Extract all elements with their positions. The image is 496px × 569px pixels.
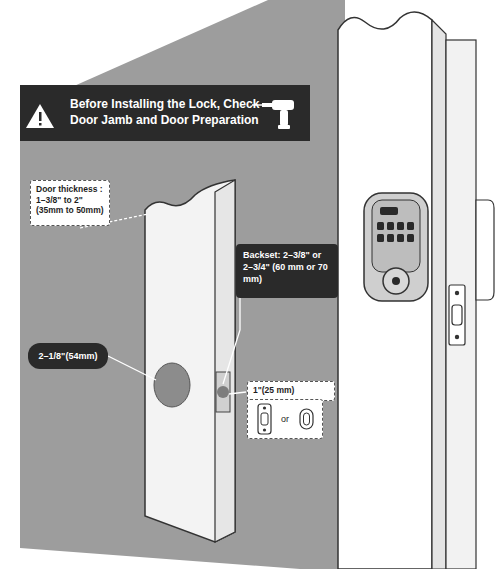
lock-knob (383, 268, 409, 294)
hole-diameter-label: 2–1/8"(54mm) (28, 343, 108, 369)
node-text: 2–1/8"(54mm) (39, 351, 98, 362)
drill-icon (252, 100, 294, 129)
lock-escutcheon (364, 193, 428, 301)
keyway (392, 277, 400, 285)
door-thickness-note: Door thickness : 1–3/8" to 2" (35mm to 5… (30, 180, 110, 226)
latch-icons (258, 404, 313, 434)
screw (455, 291, 459, 295)
latch-option-box: or (247, 399, 323, 439)
edge-bore-label: 1"(25 mm) (247, 381, 335, 401)
leader-line (229, 392, 246, 394)
prepared-door-edge (215, 180, 235, 542)
strike-plate (449, 285, 465, 345)
door-jamb (446, 40, 476, 569)
node-text: Door thickness : 1–3/8" to 2" (35mm to 5… (36, 184, 104, 216)
leader-line (108, 356, 156, 380)
edge-bore-hole (217, 386, 229, 398)
node-text: or (280, 414, 290, 424)
strike-hole (452, 305, 462, 325)
latch-mortise (216, 372, 230, 412)
node-text: Before Installing the Lock, Check Door J… (70, 97, 264, 128)
prepared-door-face (145, 180, 235, 542)
keypad-panel (372, 200, 420, 272)
brand-plate (380, 207, 398, 215)
screw (455, 335, 459, 339)
inside-housing (476, 200, 494, 300)
warning-mark (39, 112, 42, 121)
keypad-keys (377, 222, 414, 242)
door-face (338, 12, 432, 569)
warning-icon (26, 104, 54, 128)
backset-note: Backset: 2–3/8" or 2–3/4" (60 mm or 70 m… (236, 244, 338, 298)
wall-background (20, 0, 345, 569)
warning-banner: Before Installing the Lock, Check Door J… (20, 85, 310, 141)
node-text: Backset: 2–3/8" or 2–3/4" (60 mm or 70 m… (243, 249, 331, 285)
door-edge (432, 20, 446, 569)
leader-line (223, 296, 240, 384)
cross-bore-hole (154, 363, 190, 407)
node-text: 1"(25 mm) (253, 385, 329, 396)
warning-mark (39, 123, 42, 126)
